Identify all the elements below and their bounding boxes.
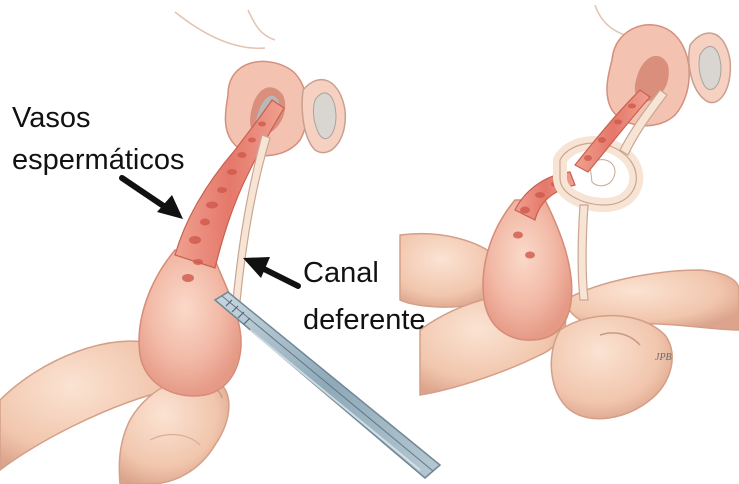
right-vas-lower xyxy=(578,205,588,300)
label-canal-line1: Canal xyxy=(303,255,379,291)
label-canal-line2: deferente xyxy=(303,302,426,338)
right-panel xyxy=(400,5,739,419)
arrow-canal xyxy=(243,257,298,286)
artist-signature: JPB xyxy=(655,352,672,363)
arrow-vasos xyxy=(122,178,183,219)
right-hand xyxy=(400,234,739,419)
label-vasos-line1: Vasos xyxy=(12,100,90,136)
left-skin-lines xyxy=(175,10,275,48)
left-panel xyxy=(0,10,440,484)
left-scrotum xyxy=(139,250,241,396)
right-scrotum xyxy=(483,200,572,340)
label-vasos-line2: espermáticos xyxy=(12,142,184,178)
right-skin-lines xyxy=(595,5,625,35)
